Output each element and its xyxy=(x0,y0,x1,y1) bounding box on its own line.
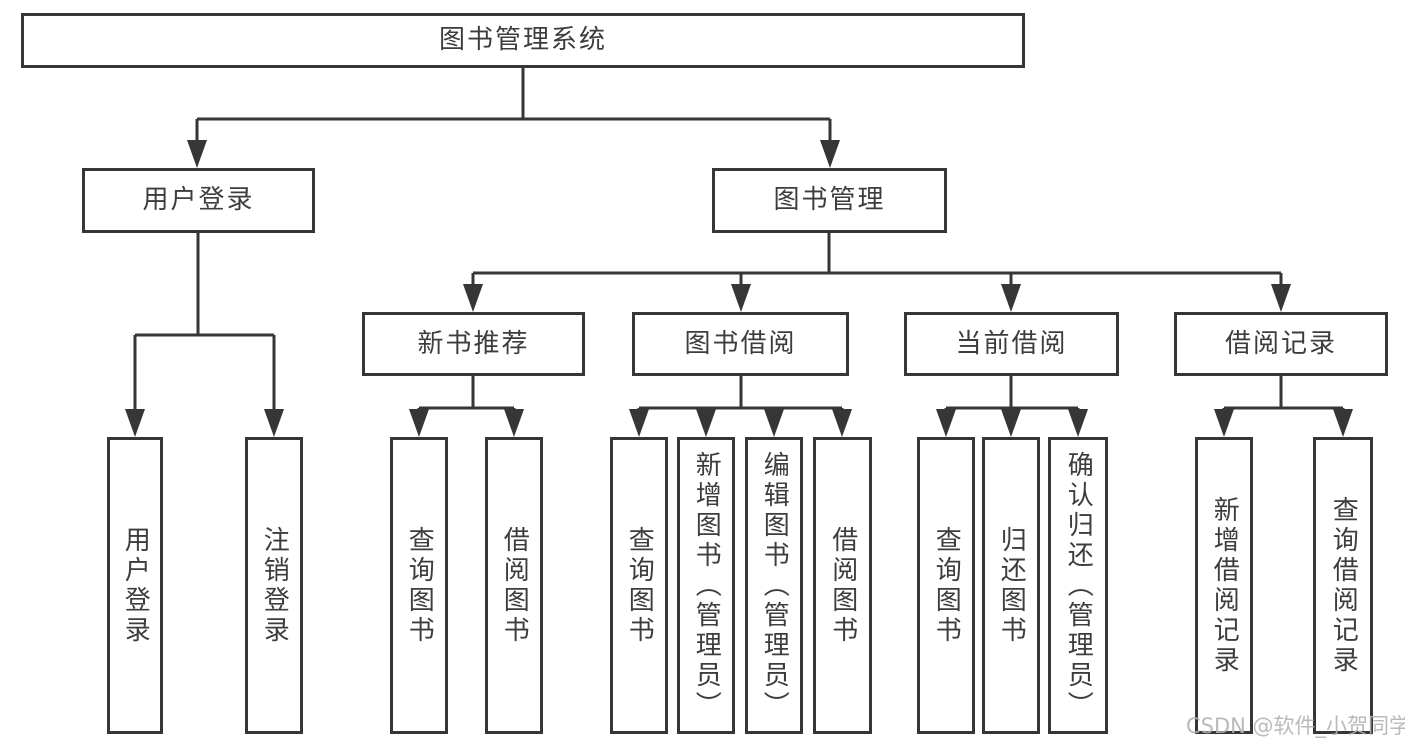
node-label: 借阅记录 xyxy=(1224,328,1337,359)
node-label: 借阅图书 xyxy=(499,525,530,646)
node-label: 借阅图书 xyxy=(827,525,858,646)
node-leaf-query-borrow-record: 查询借阅记录 xyxy=(1313,437,1373,734)
node-book-management: 图书管理 xyxy=(712,168,947,233)
node-label: 查询图书 xyxy=(624,525,655,646)
node-leaf-add-book-admin: 新增图书（管理员） xyxy=(677,437,735,734)
node-leaf-user-login: 用户登录 xyxy=(107,437,163,734)
node-leaf-return-book: 归还图书 xyxy=(982,437,1040,734)
node-label: 查询图书 xyxy=(404,525,435,646)
node-leaf-query-books-3: 查询图书 xyxy=(917,437,975,734)
node-library-management-system: 图书管理系统 xyxy=(21,13,1025,68)
node-borrowing-records: 借阅记录 xyxy=(1174,312,1388,376)
node-label: 图书管理 xyxy=(773,185,886,216)
node-label: 用户登录 xyxy=(120,525,151,646)
node-label: 用户登录 xyxy=(142,185,255,216)
node-label: 确认归还（管理员） xyxy=(1063,450,1094,721)
node-book-borrowing: 图书借阅 xyxy=(632,312,849,376)
node-label: 图书借阅 xyxy=(684,328,797,359)
node-user-login: 用户登录 xyxy=(82,168,315,233)
node-leaf-borrow-books-2: 借阅图书 xyxy=(813,437,872,734)
node-label: 查询图书 xyxy=(931,525,962,646)
node-leaf-edit-book-admin: 编辑图书（管理员） xyxy=(745,437,803,734)
node-new-book-recommend: 新书推荐 xyxy=(362,312,585,376)
node-label: 归还图书 xyxy=(996,525,1027,646)
node-leaf-add-borrow-record: 新增借阅记录 xyxy=(1195,437,1253,734)
watermark: CSDN @软件_小贺同学 xyxy=(1186,714,1405,738)
node-label: 新书推荐 xyxy=(417,328,530,359)
node-leaf-query-books-1: 查询图书 xyxy=(390,437,448,734)
node-label: 当前借阅 xyxy=(955,328,1068,359)
node-leaf-logout: 注销登录 xyxy=(245,437,303,734)
node-leaf-borrow-books-1: 借阅图书 xyxy=(485,437,543,734)
node-leaf-query-books-2: 查询图书 xyxy=(610,437,668,734)
node-label: 查询借阅记录 xyxy=(1328,495,1359,676)
node-leaf-confirm-return-admin: 确认归还（管理员） xyxy=(1048,437,1108,734)
node-label: 新增图书（管理员） xyxy=(691,450,722,721)
node-label: 注销登录 xyxy=(259,525,290,646)
node-current-borrowing: 当前借阅 xyxy=(904,312,1119,376)
node-label: 图书管理系统 xyxy=(438,25,607,56)
node-label: 编辑图书（管理员） xyxy=(759,450,790,721)
node-label: 新增借阅记录 xyxy=(1209,495,1240,676)
